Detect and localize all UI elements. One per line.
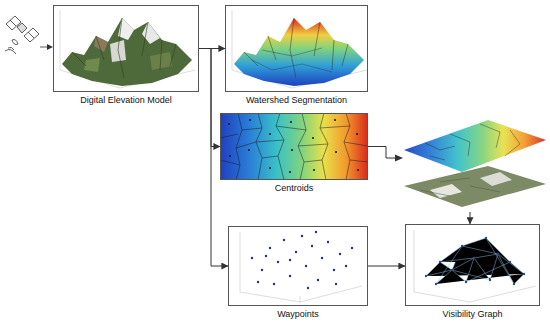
layered-overlay <box>395 110 548 212</box>
visibility-network <box>414 230 536 302</box>
figure-panel: Digital Elevation Model <box>53 5 199 92</box>
flow-arrow <box>368 266 405 267</box>
panel-caption: Visibility Graph <box>443 309 503 320</box>
figure-panel: Centroids <box>220 113 368 180</box>
figure-panel: Watershed Segmentation <box>225 5 368 92</box>
panel-caption: Centroids <box>275 183 314 194</box>
satellite-icon <box>5 16 53 54</box>
panel-caption: Digital Elevation Model <box>80 95 172 106</box>
watershed-surface <box>232 10 367 88</box>
centroid-map <box>220 113 368 180</box>
figure-panel: Waypoints <box>228 226 368 306</box>
elevation-terrain <box>60 10 195 88</box>
flow-arrow <box>199 49 220 147</box>
waypoint-scatter <box>240 231 362 302</box>
panel-caption: Watershed Segmentation <box>246 95 347 106</box>
panel-caption: Waypoints <box>277 309 319 320</box>
figure-panel: Visibility Graph <box>405 224 540 306</box>
